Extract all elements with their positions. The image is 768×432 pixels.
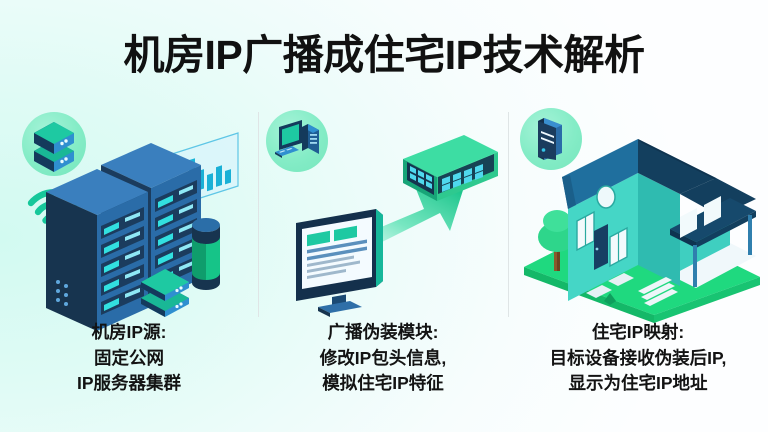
- caption-line-3: 模拟住宅IP特征: [322, 373, 444, 393]
- panel-datacenter-ip-source: [0, 105, 258, 331]
- panel-divider-right: [508, 112, 509, 317]
- caption-line-3: IP服务器集群: [76, 373, 182, 393]
- panel-broadcast-disguise-module: [258, 105, 508, 320]
- small-server-icon: [141, 269, 189, 317]
- network-switch-icon: [403, 135, 498, 201]
- caption-line-2: 修改IP包头信息,: [319, 347, 447, 368]
- badge-broadcast: [266, 110, 328, 172]
- badge-datacenter: [22, 112, 86, 176]
- isometric-house: [524, 139, 760, 323]
- caption-datacenter: 机房IP源: 固定公网 IP服务器集群: [0, 320, 258, 397]
- cylinder-server-icon: [192, 218, 220, 290]
- badge-residential: [520, 108, 582, 170]
- caption-line-2: 目标设备接收伪装后IP,: [549, 347, 727, 368]
- panel-divider-left: [258, 112, 259, 317]
- stacked-server-icon: [34, 122, 74, 172]
- small-green-server: [136, 263, 194, 317]
- caption-residential: 住宅IP映射: 目标设备接收伪装后IP, 显示为住宅IP地址: [508, 320, 768, 397]
- house-scene: [520, 125, 765, 323]
- page-title: 机房IP广播成住宅IP技术解析: [123, 32, 645, 78]
- panel-residential-ip-mapping: [508, 105, 768, 323]
- caption-line-2: 固定公网: [94, 347, 164, 368]
- server-tower-icon: [538, 118, 562, 160]
- caption-line-1: 机房IP源:: [91, 322, 167, 342]
- caption-line-3: 显示为住宅IP地址: [568, 373, 708, 393]
- server-rack-icon-front: [46, 169, 148, 331]
- network-switch: [398, 131, 503, 213]
- caption-broadcast: 广播伪装模块: 修改IP包头信息, 模拟住宅IP特征: [258, 320, 508, 397]
- caption-line-1: 住宅IP映射:: [591, 322, 685, 342]
- desktop-monitor: [288, 209, 408, 321]
- green-cylinder-server: [185, 213, 227, 298]
- desktop-computer-icon: [275, 120, 319, 158]
- server-rack-front: [42, 169, 152, 354]
- caption-line-1: 广播伪装模块:: [327, 322, 439, 342]
- monitor-icon: [296, 209, 383, 317]
